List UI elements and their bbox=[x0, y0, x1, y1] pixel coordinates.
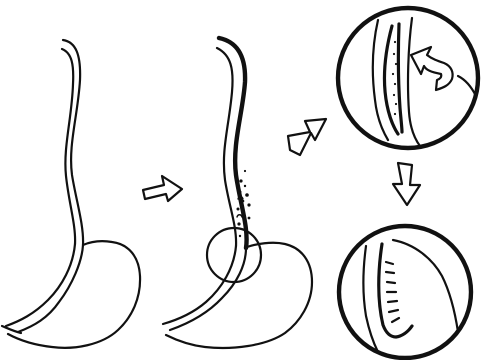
down-arrow-icon bbox=[393, 163, 420, 205]
reflux-direction-arrow-icon bbox=[411, 47, 453, 90]
closeup-esophagus-lumen-right bbox=[398, 24, 402, 132]
closeup-esophagus-right-wall bbox=[408, 18, 420, 146]
up-right-arrow-icon bbox=[288, 119, 326, 155]
closeup-reflux-particles bbox=[392, 41, 397, 115]
normal-stomach-lesser-curve bbox=[6, 244, 75, 326]
reflux-stomach-drawing bbox=[163, 38, 312, 348]
normal-stomach-drawing bbox=[2, 40, 140, 348]
closeup-stomach-fold bbox=[458, 76, 476, 96]
right-arrow-icon bbox=[143, 176, 182, 201]
normal-stomach-outline bbox=[8, 241, 140, 348]
reflux-esophagus-right-wall bbox=[217, 48, 236, 246]
closeup-wall-left-edge bbox=[363, 246, 378, 352]
closeup-wall-outer-curve bbox=[393, 240, 458, 332]
reflux-stomach-inner-curve bbox=[163, 246, 236, 324]
stomach-wall-closeup bbox=[339, 226, 471, 358]
normal-duodenum-top bbox=[2, 326, 21, 333]
reflux-stomach-outline bbox=[166, 243, 312, 348]
closeup-wall-inner-fold bbox=[379, 244, 412, 337]
esophagus-closeup bbox=[338, 8, 478, 148]
closeup-wall-ticks bbox=[386, 262, 399, 322]
stomach-wall-closeup-frame bbox=[339, 226, 471, 358]
normal-esophagus-right-wall bbox=[62, 49, 75, 244]
